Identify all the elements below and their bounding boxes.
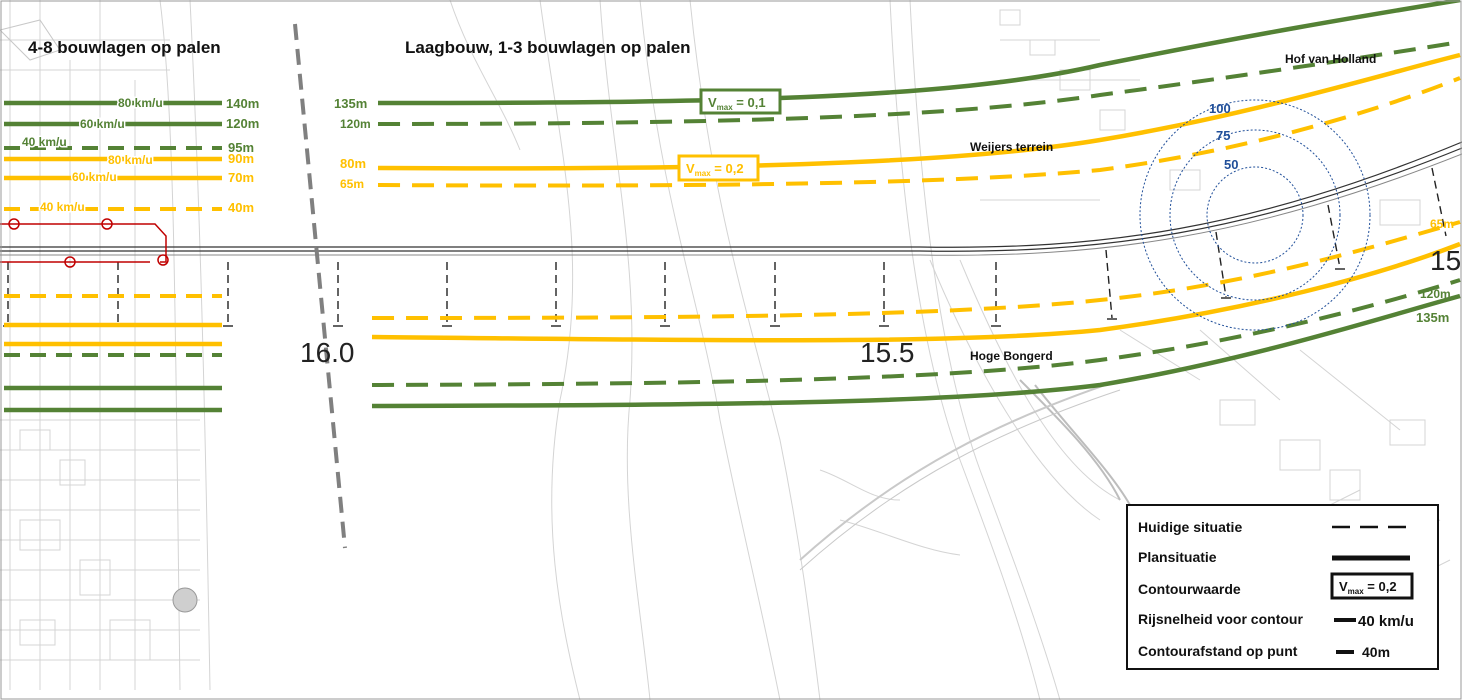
center-dist-135m: 135m xyxy=(334,96,367,111)
legend-canvas: Huidige situatie Plansituatie Contourwaa… xyxy=(1138,519,1414,660)
km-marker-15-5: 15.5 xyxy=(860,337,915,368)
center-dist-120m: 120m xyxy=(340,117,371,131)
left-contour-lines xyxy=(4,100,222,413)
left-speed-5: 60 km/u xyxy=(72,170,117,184)
km-marker-15: 15 xyxy=(1430,245,1461,276)
radius-label-50: 50 xyxy=(1224,157,1238,172)
contour-65m-existing-north xyxy=(377,76,1461,188)
vmax-box-yellow xyxy=(677,154,760,182)
legend-contour-label: Contourwaarde xyxy=(1138,581,1241,597)
contour-135m-plan-north xyxy=(377,0,1461,106)
legend: Huidige situatie Plansituatie Contourwaa… xyxy=(1126,504,1439,670)
right-dist-120m: 120m xyxy=(1420,287,1451,301)
contour-135m-plan-south xyxy=(371,293,1461,409)
zone-title-center: Laagbouw, 1-3 bouwlagen op palen xyxy=(405,38,691,57)
legend-speed-label: Rijsnelheid voor contour xyxy=(1138,611,1303,627)
center-dist-65m: 65m xyxy=(340,177,364,191)
vmax-box-green xyxy=(699,88,782,115)
left-dist-2: 120m xyxy=(226,116,259,131)
contour-120m-existing-south xyxy=(371,278,1461,387)
left-dist-5: 70m xyxy=(228,170,254,185)
radius-label-75: 75 xyxy=(1216,128,1230,143)
contour-80m-plan-north xyxy=(377,52,1461,171)
legend-dist-sample: 40m xyxy=(1362,644,1390,660)
right-dist-135m: 135m xyxy=(1416,310,1449,325)
place-hof-van-holland: Hof van Holland xyxy=(1285,52,1376,66)
center-dist-80m: 80m xyxy=(340,156,366,171)
left-dist-1: 140m xyxy=(226,96,259,111)
legend-speed-sample: 40 km/u xyxy=(1358,613,1414,630)
place-hoge-bongerd: Hoge Bongerd xyxy=(970,349,1053,363)
existing-buildings-markers xyxy=(0,218,169,268)
place-weijers-terrein: Weijers terrein xyxy=(970,140,1053,154)
legend-plan-label: Plansituatie xyxy=(1138,549,1217,565)
contour-120m-existing-north xyxy=(377,40,1461,126)
contour-65m-existing-south xyxy=(371,220,1461,320)
vmax-label-green: Vmax = 0,1 xyxy=(708,95,766,112)
left-speed-4: 80 km/u xyxy=(108,153,153,167)
left-dist-6: 40m xyxy=(228,200,254,215)
legend-distance-label: Contourafstand op punt xyxy=(1138,643,1298,659)
tick-ends xyxy=(3,268,1345,327)
railway-track xyxy=(0,141,1462,256)
left-dist-3: 95m xyxy=(228,140,254,155)
center-contour-lines xyxy=(371,0,1461,409)
left-speed-3: 40 km/u xyxy=(22,135,67,149)
legend-vmax-box xyxy=(1330,572,1414,600)
vmax-label-yellow: Vmax = 0,2 xyxy=(686,161,744,178)
legend-vmax-text: Vmax = 0,2 xyxy=(1339,579,1397,596)
km-marker-16-0: 16.0 xyxy=(300,337,355,368)
zone-divider xyxy=(293,23,347,549)
left-speed-2: 60 km/u xyxy=(80,117,125,131)
radius-circles xyxy=(1139,99,1371,331)
right-dist-65m: 65m xyxy=(1430,217,1454,231)
left-speed-6: 40 km/u xyxy=(40,200,85,214)
radius-label-100: 100 xyxy=(1209,101,1231,116)
legend-existing-label: Huidige situatie xyxy=(1138,519,1242,535)
left-dist-4: 90m xyxy=(228,151,254,166)
zone-title-left: 4-8 bouwlagen op palen xyxy=(28,38,221,57)
left-speed-1: 80 km/u xyxy=(118,96,163,110)
